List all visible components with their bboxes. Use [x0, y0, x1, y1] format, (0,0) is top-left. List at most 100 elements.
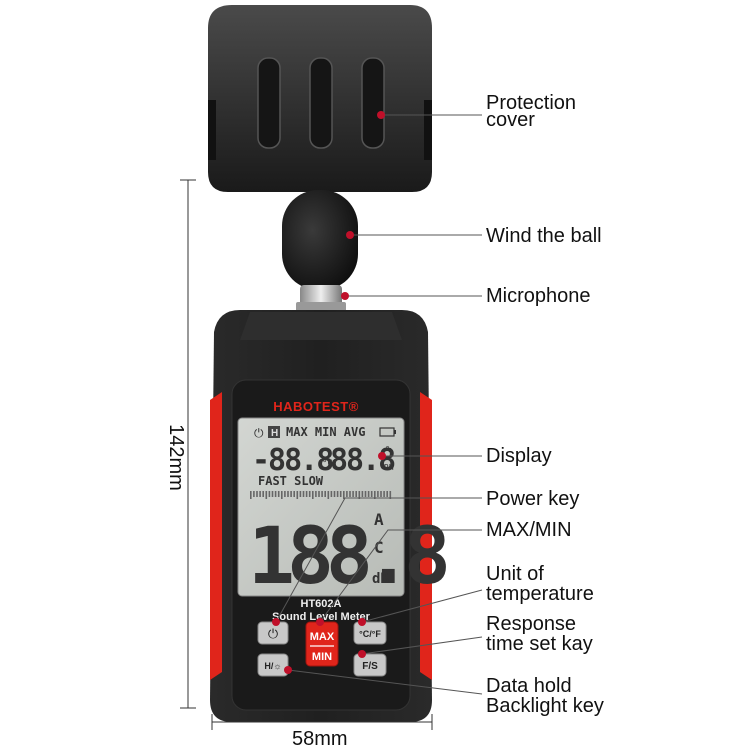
wind-ball: [282, 190, 358, 290]
maxmin-top-label: MAX: [310, 631, 335, 643]
bargraph-tick: [324, 491, 326, 497]
callout-response-time-line1: Response: [486, 613, 577, 635]
bargraph-tick: [262, 491, 264, 497]
bargraph-tick: [274, 491, 277, 497]
bargraph-tick: [343, 491, 345, 499]
bargraph-tick: [389, 491, 392, 499]
callout-data-hold: Data hold Backlight key: [486, 676, 604, 716]
bargraph-tick: [287, 491, 289, 497]
bargraph-tick: [284, 491, 286, 497]
protection-cover: [208, 5, 432, 192]
power-icon: ⏻: [268, 626, 278, 641]
callout-lines: [275, 114, 483, 695]
callout-dots: [272, 111, 386, 674]
microphone: [296, 285, 346, 314]
bargraph-tick: [253, 491, 255, 497]
lcd-hold-indicator: H: [271, 428, 278, 439]
model-subtitle: Sound Level Meter: [272, 611, 371, 623]
hold-backlight-button[interactable]: H/☼: [257, 653, 289, 677]
maxmin-button[interactable]: MAX MIN: [305, 621, 339, 667]
callout-wind-ball: Wind the ball: [486, 225, 602, 247]
callout-response-time-line2: time set kay: [486, 633, 593, 655]
lcd-unit-c: C: [374, 538, 384, 557]
bargraph-tick: [339, 491, 342, 497]
lcd-display: MAX MIN AVG ⏻ H -88.8 °C 88.8 % RH FAST …: [237, 417, 455, 602]
bargraph-tick: [370, 491, 373, 497]
bargraph-tick: [361, 491, 364, 497]
lcd-unit-db: dB: [372, 571, 389, 587]
bargraph-tick: [327, 491, 330, 499]
bargraph-tick: [383, 491, 385, 497]
bargraph-tick: [364, 491, 367, 497]
bargraph-tick: [352, 491, 354, 497]
lcd-unit-percent: %: [386, 445, 392, 455]
bargraph-tick: [367, 491, 370, 497]
lcd-speed-row: FAST SLOW: [258, 474, 324, 488]
bargraph-tick: [281, 491, 283, 499]
fs-button[interactable]: F/S: [353, 653, 387, 677]
bargraph-tick: [308, 491, 311, 497]
fs-label: F/S: [362, 661, 378, 672]
bargraph-tick: [256, 491, 258, 497]
lcd-main-digits: 188.8: [248, 512, 447, 602]
bargraph-tick: [333, 491, 336, 497]
bargraph-tick: [305, 491, 308, 497]
lcd-small-right: 88.8: [330, 443, 395, 478]
cf-button[interactable]: °C/°F: [353, 621, 387, 645]
bargraph-tick: [299, 491, 302, 497]
bargraph-tick: [355, 491, 357, 497]
lcd-bargraph: [250, 491, 392, 499]
callout-microphone: Microphone: [486, 285, 591, 307]
callout-unit-temperature-line1: Unit of: [486, 563, 544, 585]
bargraph-tick: [321, 491, 323, 497]
callout-unit-temperature: Unit of temperature: [486, 564, 594, 604]
lcd-small-left: -88.8: [252, 443, 333, 478]
brand-label: HABOTEST®: [273, 399, 359, 414]
lcd-unit-rh: RH: [384, 463, 394, 472]
bargraph-tick: [250, 491, 252, 499]
callout-power-key: Power key: [486, 488, 580, 510]
callout-display: Display: [486, 445, 552, 467]
callout-protection-cover: Protection cover: [486, 93, 576, 130]
bargraph-tick: [290, 491, 292, 497]
dimension-lines: [180, 179, 433, 730]
callout-data-hold-line2: Backlight key: [486, 695, 604, 717]
callout-max-min: MAX/MIN: [486, 519, 572, 541]
bargraph-tick: [346, 491, 348, 497]
bargraph-tick: [380, 491, 382, 497]
maxmin-bottom-label: MIN: [312, 651, 332, 663]
bargraph-tick: [302, 491, 305, 497]
bargraph-tick: [312, 491, 314, 499]
callout-protection-cover-line2: cover: [486, 109, 535, 131]
bargraph-tick: [358, 491, 361, 499]
bargraph-tick: [296, 491, 299, 499]
lcd-power-icon: ⏻: [254, 426, 264, 440]
model-label: HT602A: [301, 598, 342, 610]
hold-backlight-label: H/☼: [264, 661, 281, 671]
lcd-unit-a: A: [374, 510, 384, 529]
bargraph-tick: [318, 491, 320, 497]
bargraph-tick: [349, 491, 351, 497]
bargraph-tick: [336, 491, 339, 497]
bargraph-tick: [293, 491, 295, 497]
height-dimension-label: 142mm: [164, 424, 187, 491]
bargraph-tick: [315, 491, 317, 497]
callout-unit-temperature-line2: temperature: [486, 583, 594, 605]
bargraph-tick: [259, 491, 261, 497]
power-button[interactable]: ⏻: [257, 621, 289, 645]
bargraph-tick: [265, 491, 268, 499]
callout-response-time: Response time set kay: [486, 614, 593, 654]
callout-protection-cover-line1: Protection: [486, 92, 577, 114]
bargraph-tick: [268, 491, 271, 497]
bargraph-tick: [374, 491, 376, 499]
bargraph-tick: [277, 491, 280, 497]
lcd-status-row: MAX MIN AVG: [286, 425, 365, 439]
lcd-unit-celsius: °C: [322, 459, 333, 469]
bargraph-tick: [386, 491, 388, 497]
cf-label: °C/°F: [359, 629, 381, 639]
bargraph-tick: [377, 491, 379, 497]
bargraph-tick: [330, 491, 333, 497]
bargraph-tick: [271, 491, 274, 497]
